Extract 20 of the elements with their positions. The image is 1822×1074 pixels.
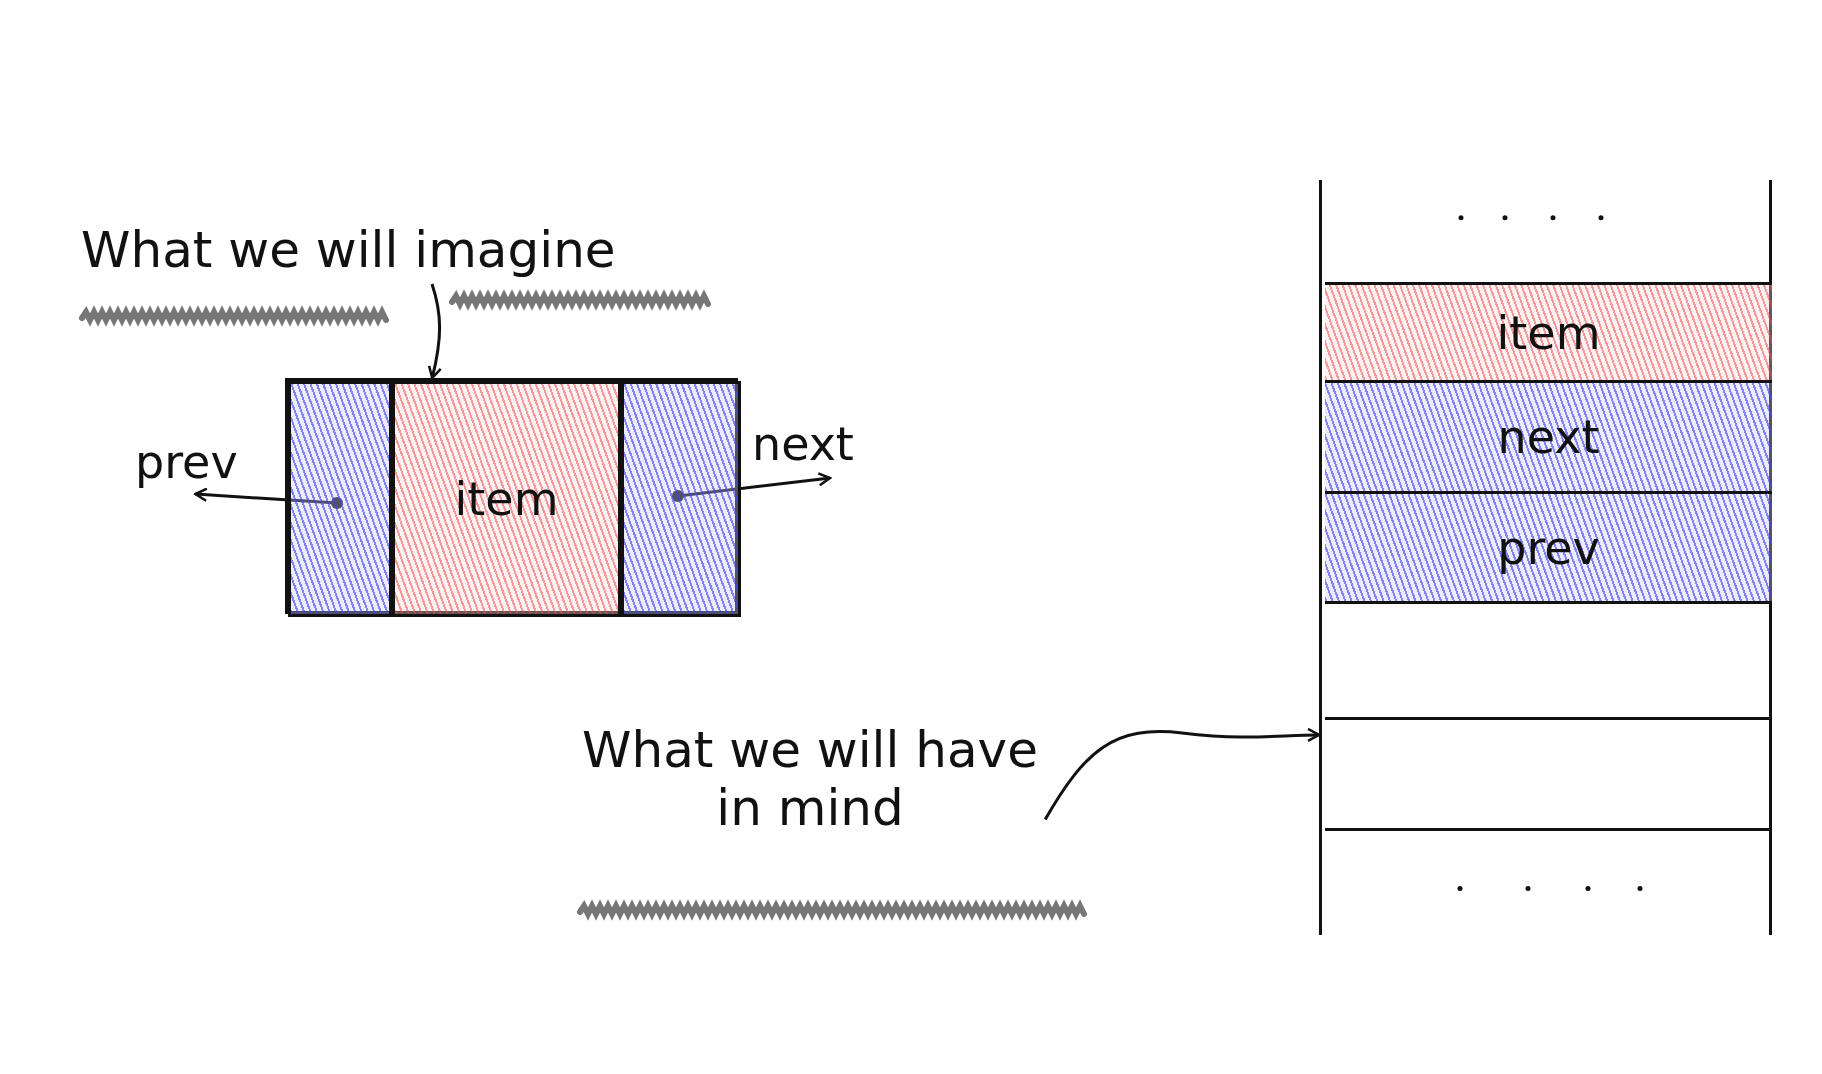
memory-cell bbox=[1325, 285, 1772, 383]
cell-label: next bbox=[1497, 410, 1600, 464]
node-struct-box bbox=[285, 378, 738, 614]
cell-label: item bbox=[454, 472, 559, 526]
cell-label: prev bbox=[1497, 520, 1600, 575]
pointer-cell bbox=[621, 381, 741, 617]
memory-cell bbox=[1325, 383, 1772, 494]
arrow bbox=[194, 487, 343, 510]
pointer-cell bbox=[288, 381, 392, 617]
pointer-label: prev bbox=[135, 436, 245, 494]
memory-column bbox=[1319, 180, 1772, 935]
arrow bbox=[672, 472, 832, 502]
item-cell bbox=[392, 381, 621, 617]
annotation-text: What we will have in mind bbox=[570, 722, 1050, 872]
memory-cell bbox=[1325, 494, 1772, 604]
arrow bbox=[1043, 727, 1321, 821]
annotation-text: What we will imagine bbox=[81, 222, 681, 284]
pointer-label: next bbox=[752, 418, 872, 478]
cell-label: item bbox=[1496, 305, 1601, 360]
arrow bbox=[427, 283, 442, 380]
